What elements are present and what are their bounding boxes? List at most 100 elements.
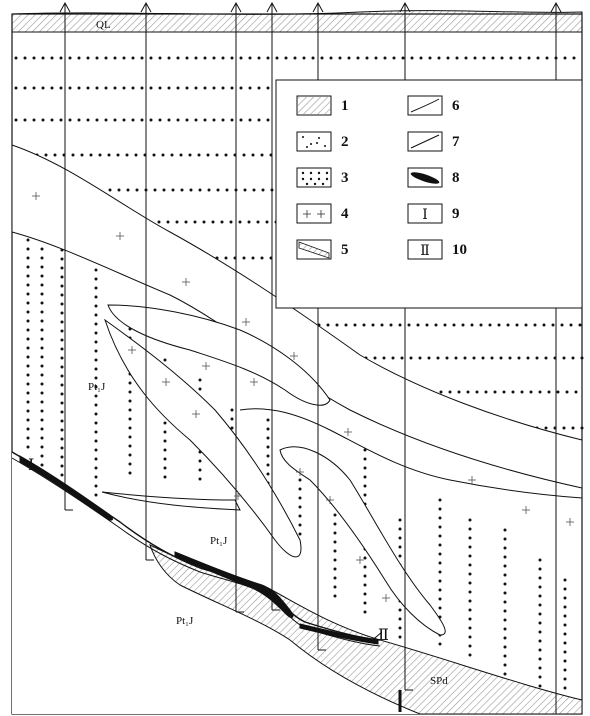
dot (239, 86, 243, 90)
dot (544, 356, 548, 360)
dot (68, 118, 72, 122)
dot (60, 437, 64, 441)
dot (198, 477, 202, 481)
dot (60, 266, 64, 270)
dot (94, 349, 98, 353)
dot (194, 56, 198, 60)
plus-sign-layer (32, 192, 574, 602)
label-spd: SPd (430, 675, 448, 687)
dot (224, 153, 228, 157)
dot (563, 686, 567, 690)
dot (60, 455, 64, 459)
dot (503, 582, 507, 586)
dot (238, 220, 242, 224)
dot (333, 594, 337, 598)
dot (230, 408, 234, 412)
dot (438, 552, 442, 556)
dot (293, 56, 297, 60)
dot (563, 605, 567, 609)
dot (266, 436, 270, 440)
dot (466, 390, 470, 394)
dot (538, 603, 542, 607)
dot (40, 427, 44, 431)
dot (194, 86, 198, 90)
legend-number: 7 (452, 134, 460, 150)
dot (104, 86, 108, 90)
dot (163, 466, 167, 470)
dot (59, 56, 63, 60)
dot (538, 675, 542, 679)
dot (248, 86, 252, 90)
dot (563, 596, 567, 600)
spd-unit (12, 452, 582, 714)
granite-plus-mark (382, 594, 390, 602)
dot (535, 356, 539, 360)
label-ql: QL (96, 19, 111, 31)
dot (398, 527, 402, 531)
dot (517, 356, 521, 360)
dot (77, 86, 81, 90)
dot (538, 585, 542, 589)
dot (571, 356, 575, 360)
dot (302, 56, 306, 60)
dot (529, 390, 533, 394)
dot (261, 188, 265, 192)
dot (572, 56, 576, 60)
dot (563, 587, 567, 591)
dot (60, 302, 64, 306)
dot (243, 188, 247, 192)
dot (189, 188, 193, 192)
dot (203, 118, 207, 122)
dot (94, 367, 98, 371)
dot (95, 86, 99, 90)
legend-number: 4 (341, 206, 349, 222)
dot (122, 118, 126, 122)
dot (26, 310, 30, 314)
dot (26, 373, 30, 377)
dot (40, 463, 44, 467)
dot (175, 220, 179, 224)
dot (428, 56, 432, 60)
dot (511, 390, 515, 394)
legend-item-6: 6 (407, 95, 460, 116)
dot (298, 496, 302, 500)
dot (398, 554, 402, 558)
dot (398, 635, 402, 639)
dot (163, 457, 167, 461)
dot (503, 609, 507, 613)
dot (40, 454, 44, 458)
dot (128, 453, 132, 457)
dot (197, 153, 201, 157)
dot (544, 426, 548, 430)
dot (94, 286, 98, 290)
dot (32, 118, 36, 122)
dot (26, 256, 30, 260)
dot (401, 56, 405, 60)
dot (565, 390, 569, 394)
dot (104, 56, 108, 60)
legend-number: 8 (452, 170, 460, 186)
dot (503, 537, 507, 541)
dot (128, 417, 132, 421)
dot (163, 358, 167, 362)
dot (26, 274, 30, 278)
dot (475, 390, 479, 394)
dot (60, 473, 64, 477)
dot (538, 567, 542, 571)
dot (298, 505, 302, 509)
dot (363, 610, 367, 614)
dot (40, 283, 44, 287)
dot (86, 118, 90, 122)
dot (212, 56, 216, 60)
dot (198, 459, 202, 463)
dot (416, 323, 420, 327)
granite-plus-mark (202, 362, 210, 370)
dot (493, 390, 497, 394)
dot (446, 56, 450, 60)
dot (438, 525, 442, 529)
dot (60, 347, 64, 351)
dot (461, 323, 465, 327)
dot (363, 475, 367, 479)
dot (468, 572, 472, 576)
